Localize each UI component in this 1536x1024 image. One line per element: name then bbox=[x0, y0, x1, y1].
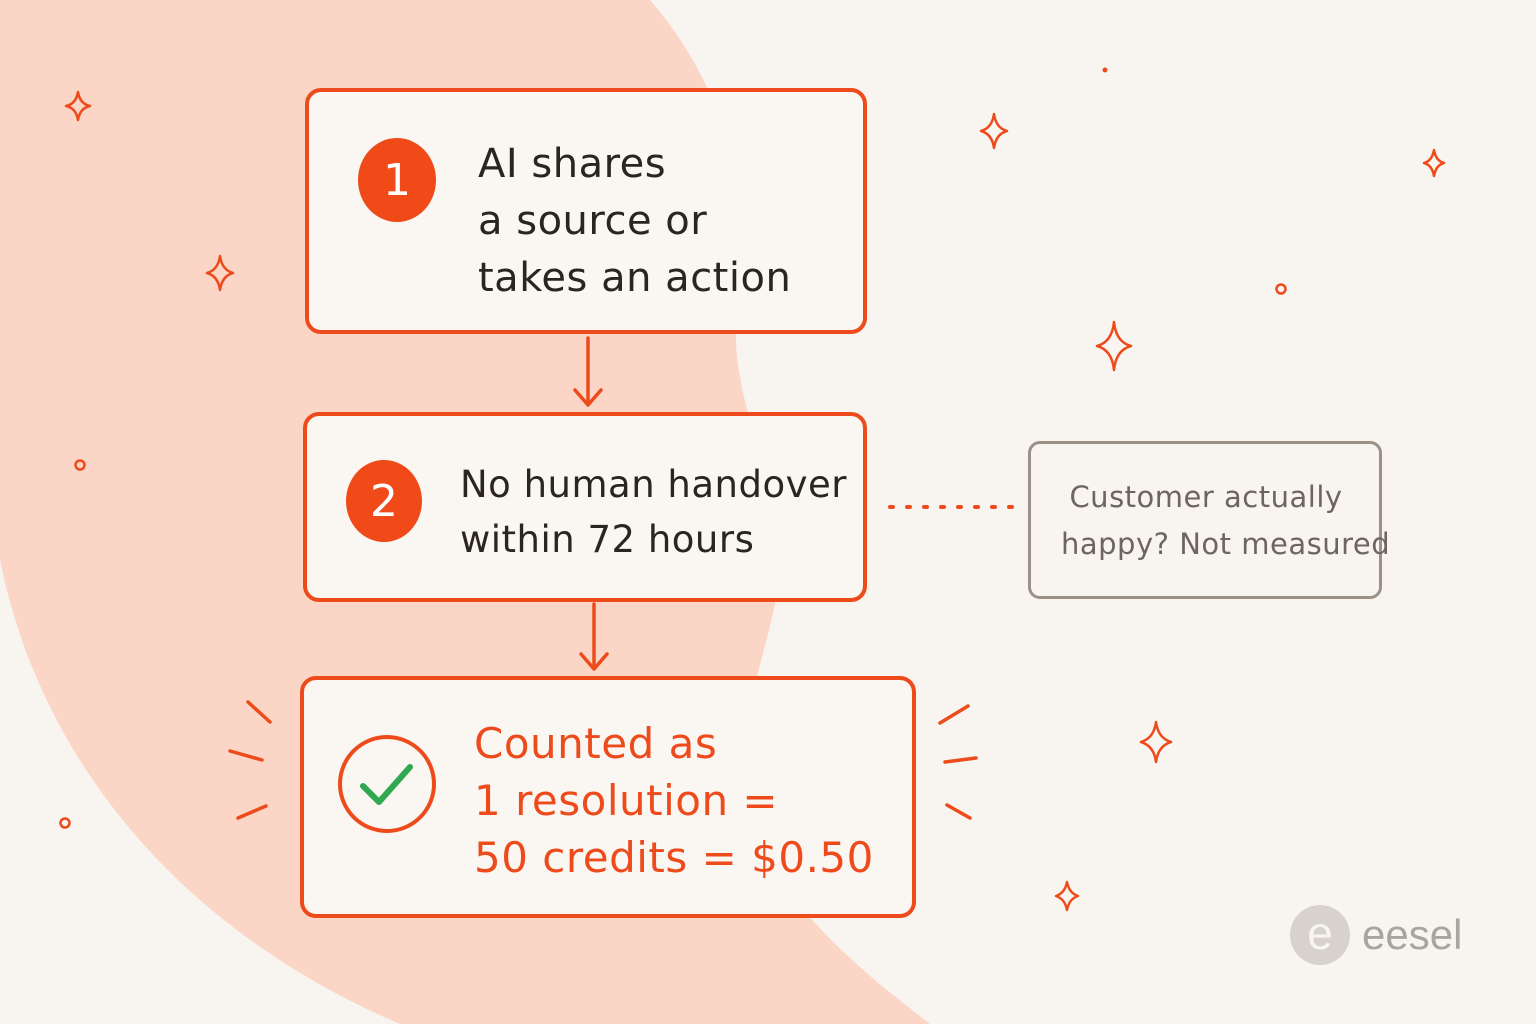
step-2-line-1: No human handover bbox=[460, 463, 847, 506]
sparkle-icon bbox=[1422, 148, 1446, 178]
result-box bbox=[300, 676, 916, 918]
step-2-line-2: within 72 hours bbox=[460, 518, 755, 561]
checkmark-icon bbox=[338, 735, 436, 833]
side-note-text: Customer actually happy? Not measured bbox=[1061, 474, 1391, 568]
dot-icon bbox=[1102, 67, 1108, 73]
step-2-text: No human handover within 72 hours bbox=[460, 457, 847, 567]
arrow-1-to-2 bbox=[573, 336, 603, 407]
result-line-3: 50 credits = $0.50 bbox=[474, 833, 874, 882]
step-1-text: AI shares a source or takes an action bbox=[478, 136, 791, 307]
sparkle-icon bbox=[1054, 880, 1080, 912]
step-1-line-1: AI shares bbox=[478, 141, 667, 187]
side-note-line-1: Customer actually bbox=[1069, 480, 1343, 514]
step-1-line-3: takes an action bbox=[478, 255, 792, 301]
ring-icon bbox=[74, 459, 86, 471]
emphasis-lines bbox=[228, 700, 978, 820]
sparkle-icon bbox=[1095, 320, 1133, 372]
sparkle-icon bbox=[1139, 720, 1173, 764]
sparkle-icon bbox=[205, 254, 235, 292]
step-1-badge: 1 bbox=[358, 138, 436, 222]
logo: e eesel bbox=[1290, 905, 1470, 967]
result-line-2: 1 resolution = bbox=[474, 776, 779, 825]
result-line-1: Counted as bbox=[474, 719, 718, 768]
sparkle-icon bbox=[979, 112, 1009, 150]
logo-mark-letter: e bbox=[1307, 907, 1333, 959]
ring-icon bbox=[1275, 283, 1287, 295]
side-note-box bbox=[1028, 441, 1382, 599]
logo-mark-icon: e bbox=[1290, 905, 1350, 965]
step-1-line-2: a source or bbox=[478, 198, 708, 244]
arrow-2-to-3 bbox=[579, 602, 609, 671]
result-text: Counted as 1 resolution = 50 credits = $… bbox=[474, 715, 874, 886]
logo-wordmark: eesel bbox=[1362, 911, 1463, 958]
sparkle-icon bbox=[64, 90, 92, 122]
step-2-badge: 2 bbox=[346, 460, 422, 542]
ring-icon bbox=[59, 817, 71, 829]
side-note-line-2: happy? Not measured bbox=[1061, 527, 1391, 561]
